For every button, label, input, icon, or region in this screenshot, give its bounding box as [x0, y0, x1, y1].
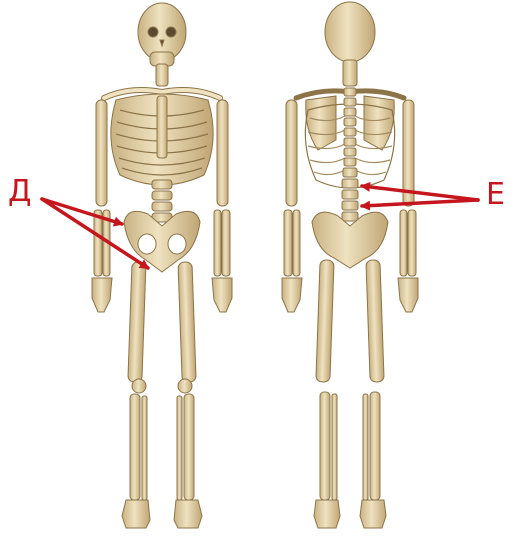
- front-right-hand: [212, 278, 232, 312]
- front-right-tibia: [184, 394, 194, 500]
- front-left-patella: [132, 379, 146, 393]
- back-cervical-spine: [343, 60, 357, 86]
- back-right-scapula: [364, 96, 394, 150]
- label-e: Е: [486, 180, 505, 210]
- arrow-e-to-spine-lower: [362, 200, 478, 206]
- front-left-femur: [128, 262, 146, 382]
- back-vertebral-column: [342, 88, 358, 221]
- front-right-humerus: [217, 100, 228, 206]
- front-right-foot: [174, 500, 202, 528]
- front-cervical-spine: [156, 64, 168, 86]
- back-skull: [325, 2, 375, 62]
- front-skeleton: [92, 3, 232, 528]
- back-skeleton: [282, 2, 418, 528]
- front-right-patella: [178, 379, 192, 393]
- front-sternum: [157, 96, 167, 158]
- front-left-radius: [94, 210, 102, 276]
- front-left-humerus: [96, 100, 107, 206]
- front-lumbar-spine: [152, 180, 172, 222]
- front-right-radius: [222, 210, 230, 276]
- back-left-scapula: [306, 96, 336, 150]
- front-left-foot: [122, 500, 150, 528]
- front-left-tibia: [130, 394, 140, 500]
- front-right-femur: [178, 262, 196, 382]
- label-d: Д: [8, 177, 31, 207]
- arrow-e-to-spine-upper: [362, 186, 478, 200]
- front-left-hand: [92, 278, 112, 312]
- front-right-ulna: [214, 210, 221, 276]
